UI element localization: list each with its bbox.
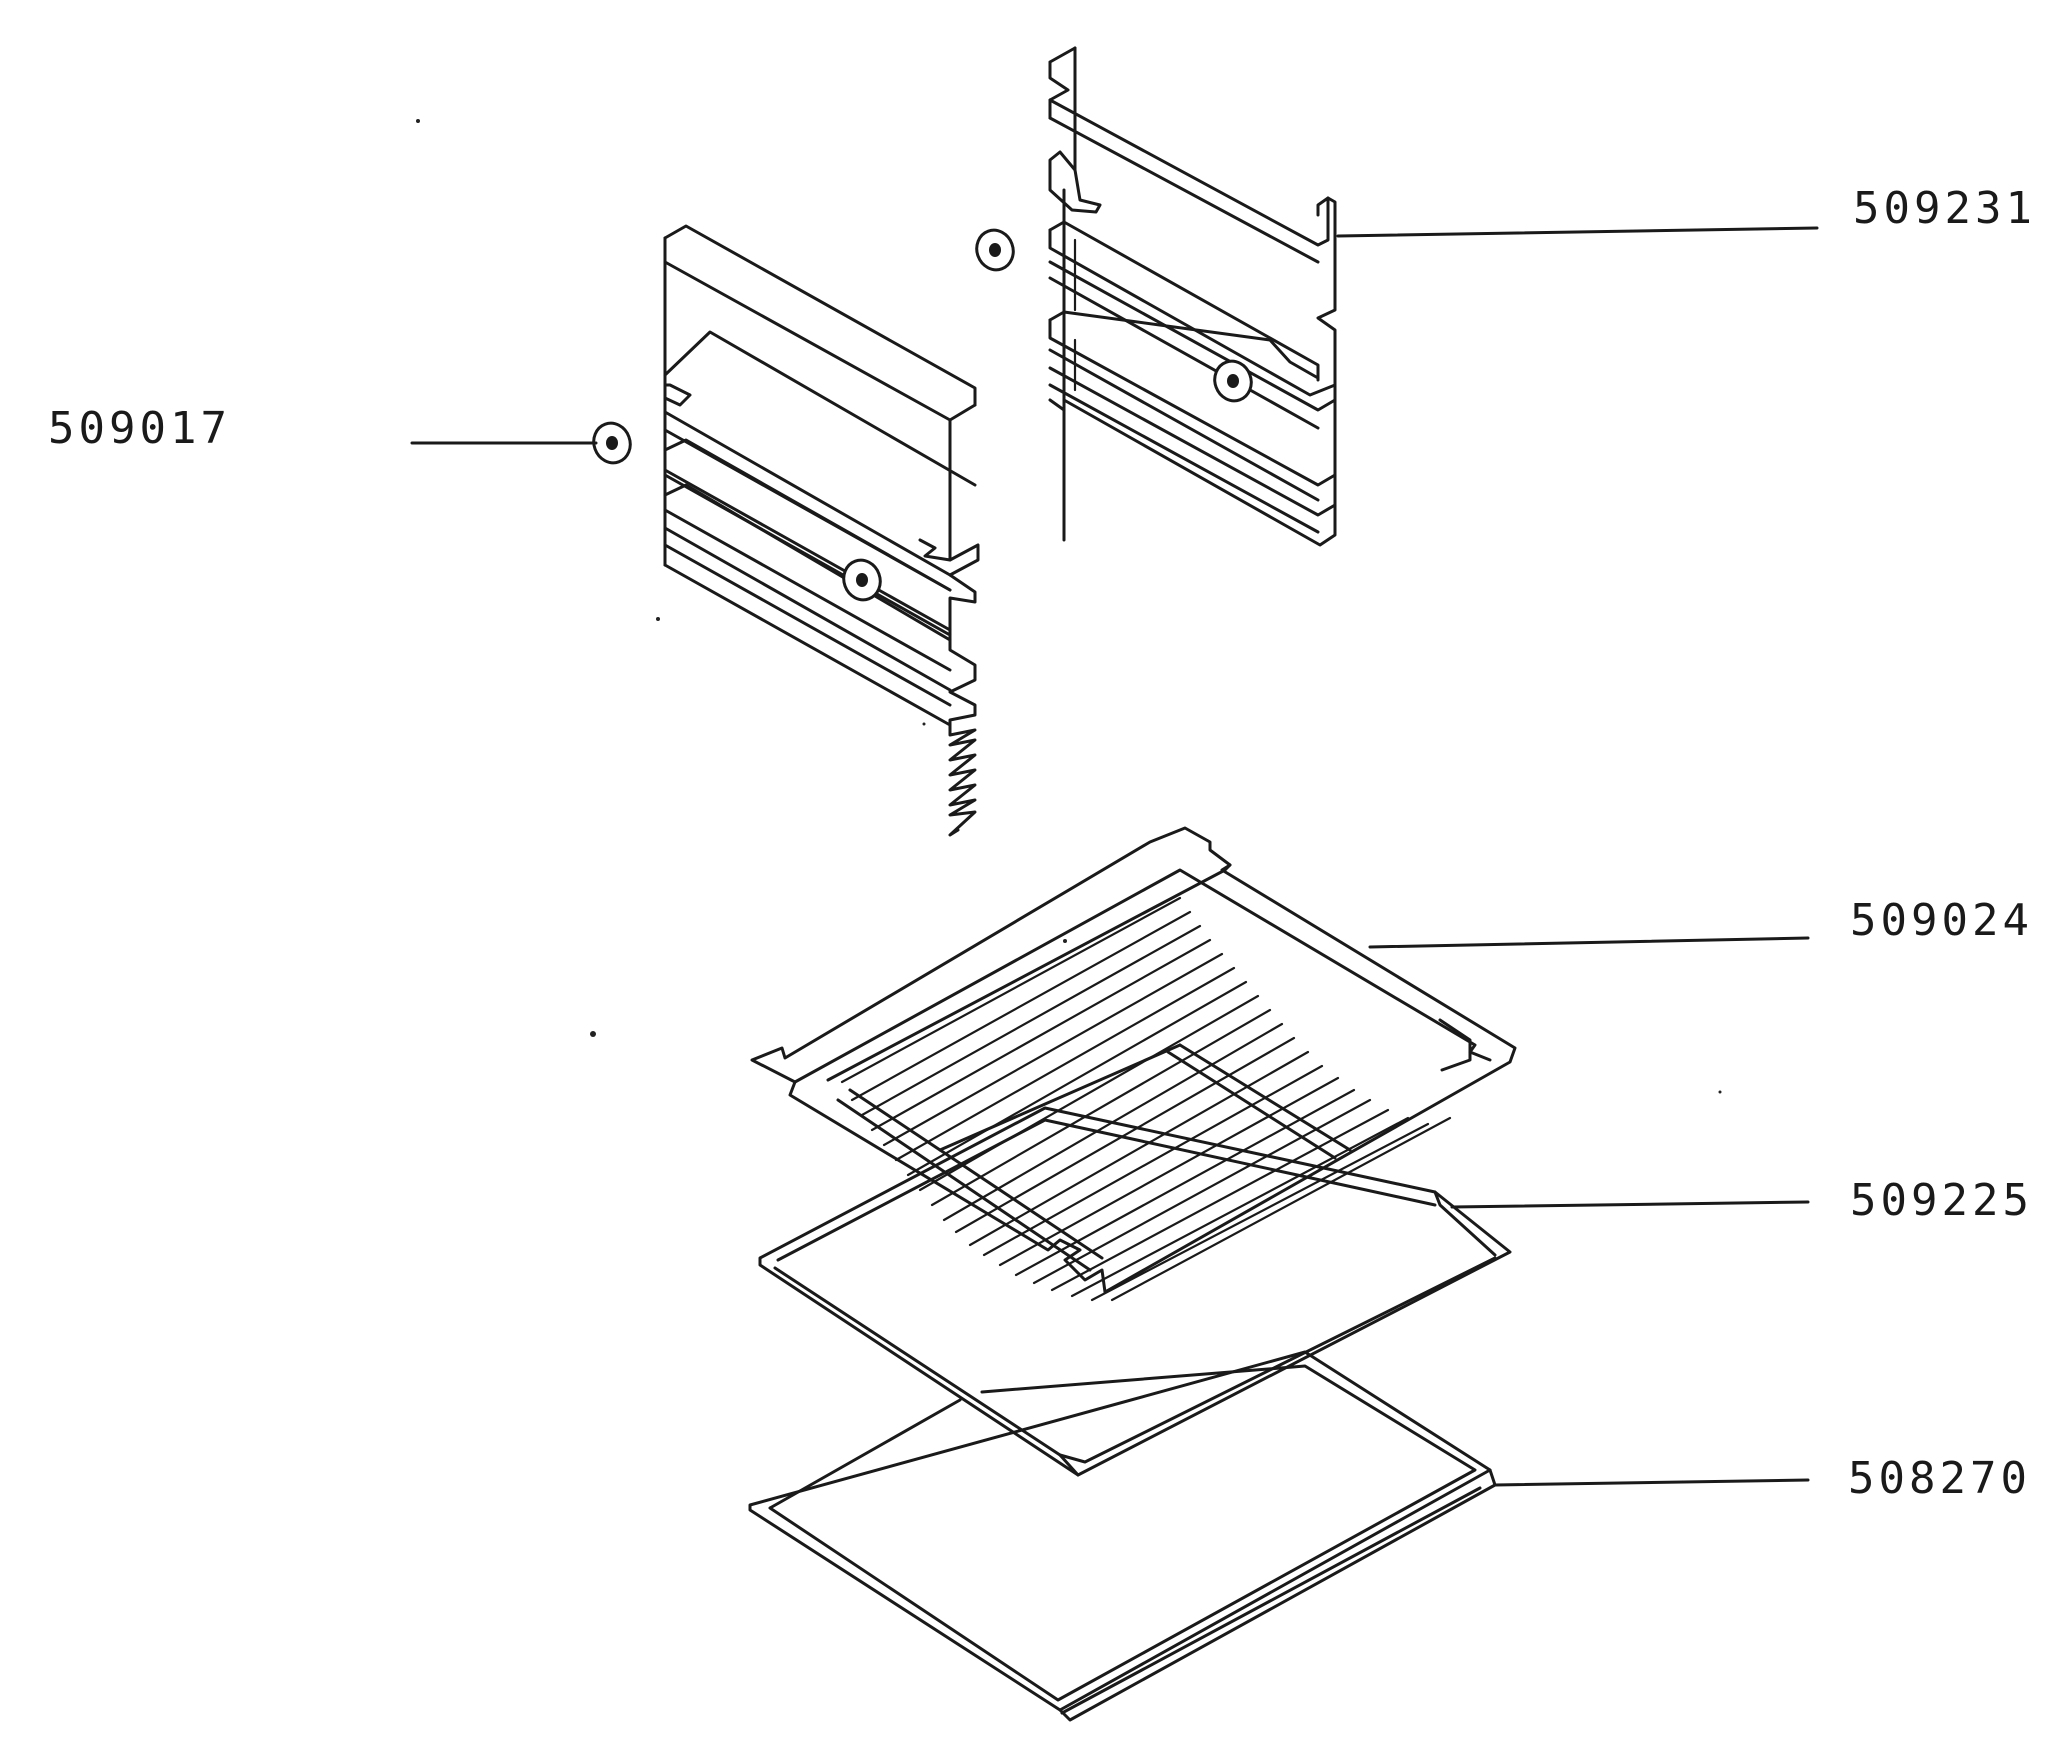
- leader-line: [1450, 1200, 1810, 1209]
- part-label-509225: 509225: [1850, 1175, 2033, 1226]
- flat-tray: [748, 1350, 1497, 1722]
- nut-icon: [975, 228, 1015, 272]
- part-label-509017: 509017: [48, 403, 231, 454]
- part-label-508270: 508270: [1848, 1453, 2031, 1504]
- nut-icon: [592, 421, 632, 465]
- leader-line: [1368, 936, 1810, 949]
- leader-line: [1493, 1478, 1810, 1487]
- part-label-509231: 509231: [1853, 183, 2036, 234]
- right-side-shelf-rack: [1048, 46, 1337, 547]
- nut-icon: [842, 558, 882, 602]
- leader-line: [1336, 226, 1819, 238]
- part-label-509024: 509024: [1850, 895, 2033, 946]
- left-side-shelf-rack: [663, 224, 980, 837]
- nut-icon: [1213, 359, 1253, 403]
- baking-tray: [758, 1106, 1512, 1477]
- wire-shelf: [750, 826, 1517, 1302]
